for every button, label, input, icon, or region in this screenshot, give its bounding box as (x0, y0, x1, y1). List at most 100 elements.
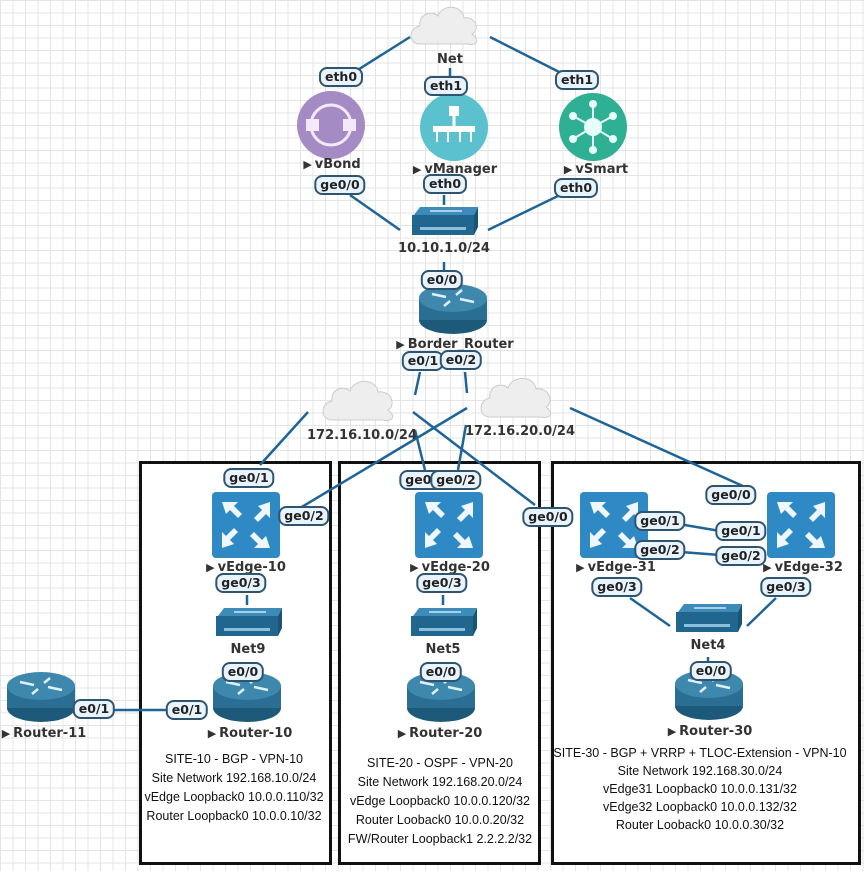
vmanager-label[interactable]: ▶vManager (412, 162, 498, 177)
port-ve10-ge01[interactable]: ge0/1 (223, 468, 275, 488)
router-10-node[interactable] (212, 668, 282, 728)
port-vmanager-eth0[interactable]: eth0 (422, 174, 468, 194)
port-br-e02[interactable]: e0/2 (439, 350, 483, 370)
net9-label: Net9 (230, 642, 266, 657)
cloud-172-16-20-node[interactable] (480, 375, 556, 425)
link-cloud10-ve10 (259, 411, 309, 466)
cloud-172-16-20-label: 172.16.20.0/24 (464, 424, 576, 439)
link-br-cloud20 (463, 371, 469, 394)
port-r11-e01[interactable]: e0/1 (72, 699, 116, 719)
site-30-line: Router Looback0 10.0.0.30/32 (615, 818, 785, 832)
port-r10-e01[interactable]: e0/1 (165, 700, 209, 720)
site-10-line: SITE-10 - BGP - VPN-10 (164, 752, 303, 766)
site-10-line: vEdge Loopback0 10.0.0.110/32 (144, 790, 324, 804)
port-vmanager-eth1[interactable]: eth1 (423, 76, 469, 96)
vedge-router-icon (212, 492, 280, 558)
vedge-20-node[interactable] (415, 492, 483, 562)
link-vsmart-switch (487, 193, 561, 232)
port-r10-e00[interactable]: e0/0 (221, 662, 265, 682)
site-10-line: Site Network 192.168.10.0/24 (151, 771, 317, 785)
router-30-label[interactable]: ▶Router-30 (667, 724, 753, 739)
port-vbond-ge00[interactable]: ge0/0 (314, 175, 366, 195)
switch-icon (216, 608, 282, 636)
cloud-icon (322, 380, 394, 421)
port-ve10-ge02[interactable]: ge0/2 (278, 506, 330, 526)
vedge-31-label[interactable]: ▶vEdge-31 (576, 560, 656, 575)
vmanager-node[interactable] (419, 92, 489, 166)
vedge-32-node[interactable] (767, 492, 835, 562)
cloud-icon (410, 6, 478, 45)
site-30-info: SITE-30 - BGP + VRRP + TLOC-Extension - … (553, 744, 846, 834)
switch-icon (412, 207, 478, 235)
port-ve31-ge02[interactable]: ge0/2 (634, 540, 686, 560)
cloud-172-16-10-node[interactable] (322, 378, 398, 428)
vedge-10-node[interactable] (212, 492, 280, 562)
net5-label: Net5 (425, 642, 461, 657)
vmanager-icon (420, 93, 488, 161)
vsmart-icon (559, 93, 627, 161)
port-ve20-ge03[interactable]: ge0/3 (416, 573, 468, 593)
site-10-line: Router Loopback0 10.0.0.10/32 (146, 809, 322, 823)
vsmart-node[interactable] (558, 92, 628, 166)
router-icon (7, 672, 75, 722)
port-ve20-ge02[interactable]: ge0/2 (430, 470, 482, 490)
net-cloud-node[interactable] (410, 4, 480, 52)
vedge-32-label[interactable]: ▶vEdge-32 (763, 560, 843, 575)
site-20-line: Router Looback0 10.0.0.20/32 (355, 813, 525, 827)
net9-switch-node[interactable] (212, 606, 284, 642)
port-r20-e00[interactable]: e0/0 (419, 662, 463, 682)
port-ve10-ge03[interactable]: ge0/3 (215, 573, 267, 593)
router-10-label[interactable]: ▶Router-10 (207, 726, 293, 741)
port-ve32-ge03[interactable]: ge0/3 (760, 577, 812, 597)
router-11-label[interactable]: ▶Router-11 (1, 726, 87, 741)
switch-mgmt-label: 10.10.1.0/24 (398, 241, 490, 256)
vedge-router-icon (580, 492, 648, 558)
switch-icon (411, 608, 477, 636)
vedge-20-label[interactable]: ▶vEdge-20 (410, 560, 490, 575)
site-30-line: vEdge31 Loopback0 10.0.0.131/32 (603, 782, 797, 796)
link-vbond-switch (349, 193, 401, 232)
port-ve31-ge00[interactable]: ge0/0 (522, 507, 574, 527)
port-ve32-ge02[interactable]: ge0/2 (715, 546, 767, 566)
port-br-e00[interactable]: e0/0 (420, 270, 464, 290)
link-cloud20-ve10 (279, 406, 468, 522)
port-vsmart-eth1[interactable]: eth1 (554, 70, 600, 90)
cloud-icon (480, 377, 552, 418)
port-vbond-eth0[interactable]: eth0 (318, 67, 364, 87)
vedge-31-node[interactable] (580, 492, 648, 562)
site-30-line: Site Network 192.168.30.0/24 (617, 764, 783, 778)
vbond-icon (297, 91, 365, 159)
port-ve31-ge01[interactable]: ge0/1 (634, 511, 686, 531)
site-20-line: Site Network 192.168.20.0/24 (357, 775, 523, 789)
port-ve31-ge03[interactable]: ge0/3 (591, 577, 643, 597)
vbond-node[interactable] (296, 90, 366, 164)
vsmart-label[interactable]: ▶vSmart (563, 162, 629, 177)
router-icon (213, 672, 281, 722)
port-vsmart-eth0[interactable]: eth0 (553, 178, 599, 198)
net-cloud-label: Net (437, 52, 463, 67)
vedge-10-label[interactable]: ▶vEdge-10 (206, 560, 286, 575)
border-router-node[interactable] (418, 280, 488, 340)
link-cloud10-ve20 (413, 429, 427, 471)
vbond-label[interactable]: ▶vBond (303, 157, 361, 172)
port-br-e01[interactable]: e0/1 (401, 351, 445, 371)
link-ve31-net4 (629, 596, 671, 628)
port-r30-e00[interactable]: e0/0 (689, 661, 733, 681)
router-20-label[interactable]: ▶Router-20 (397, 726, 483, 741)
net4-switch-node[interactable] (672, 602, 744, 638)
vedge-router-icon (767, 492, 835, 558)
router-11-node[interactable] (6, 668, 76, 728)
net5-switch-node[interactable] (407, 606, 479, 642)
site-20-line: FW/Router Loopback1 2.2.2.2/32 (347, 832, 533, 846)
port-ve32-ge01[interactable]: ge0/1 (715, 521, 767, 541)
site-20-line: SITE-20 - OSPF - VPN-20 (367, 756, 513, 770)
switch-mgmt-node[interactable] (408, 205, 480, 241)
site-30-line: SITE-30 - BGP + VRRP + TLOC-Extension - … (553, 746, 847, 760)
cloud-172-16-10-label: 172.16.10.0/24 (306, 428, 418, 443)
link-cloud20-ve20 (456, 424, 468, 471)
vedge-router-icon (415, 492, 483, 558)
link-br-cloud10 (413, 371, 422, 396)
border-router-label[interactable]: ▶Border_Router (396, 337, 514, 352)
port-ve32-ge00[interactable]: ge0/0 (705, 485, 757, 505)
